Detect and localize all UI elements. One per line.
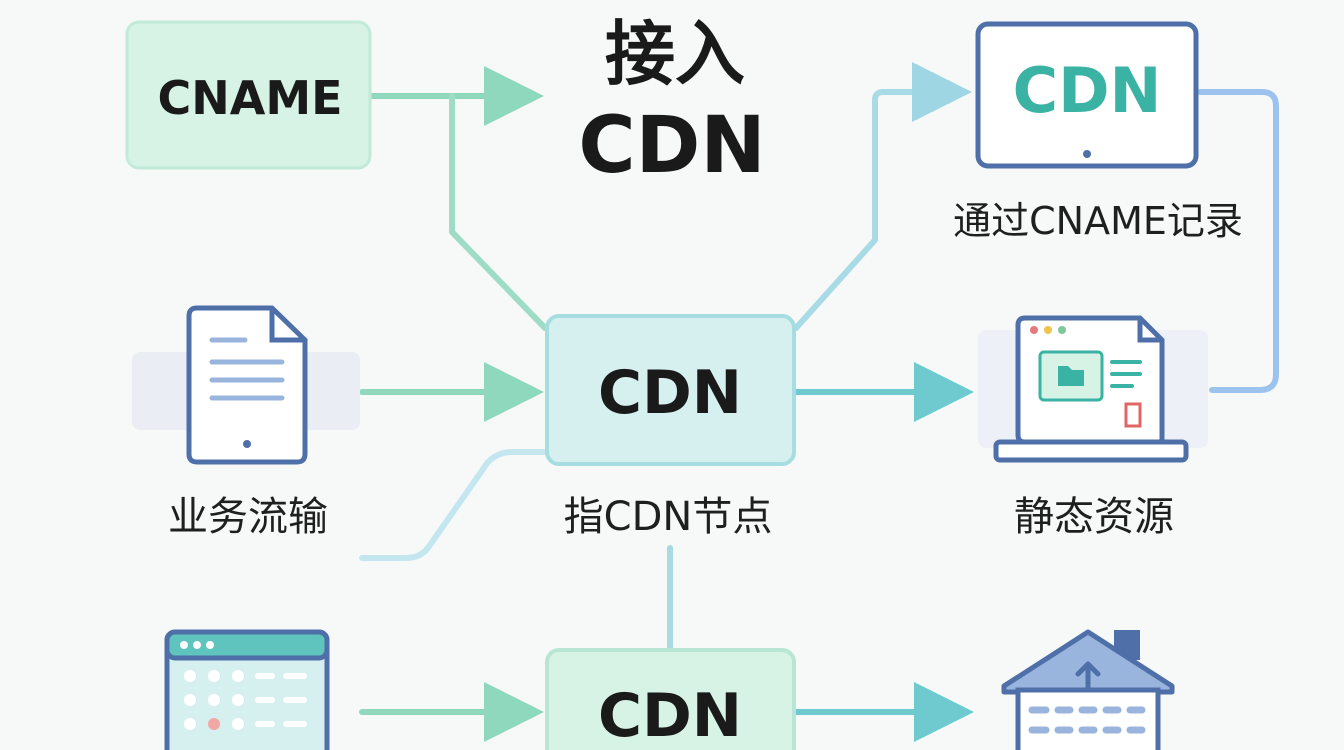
line-monitor-to-laptop xyxy=(1197,89,1279,393)
monitor-cdn-label: CDN xyxy=(1013,54,1162,127)
connectors xyxy=(359,62,1279,742)
cname-box-label: CNAME xyxy=(157,71,342,125)
cdn-bottom-box: CDN xyxy=(545,648,796,750)
house-icon xyxy=(1001,629,1175,750)
cdn-center-label: CDN xyxy=(598,358,742,428)
caption-document: 业务流输 xyxy=(168,494,328,540)
title-line1: 接入 xyxy=(605,13,745,95)
caption-center: 指CDN节点 xyxy=(564,494,773,540)
cdn-bottom-label: CDN xyxy=(598,681,742,750)
cname-box: CNAME xyxy=(125,20,372,170)
line-cname-to-cdn-center xyxy=(449,93,548,331)
cdn-center-box: CDN xyxy=(545,314,796,466)
document-icon xyxy=(132,305,360,465)
title-line2: CDN xyxy=(578,101,765,191)
caption-monitor: 通过CNAME记录 xyxy=(953,199,1243,243)
laptop-icon xyxy=(978,315,1208,463)
dashboard-icon xyxy=(164,629,330,750)
line-cdn-center-to-lower-left xyxy=(359,449,548,561)
arrow-cdn-center-to-monitor xyxy=(793,62,972,331)
monitor-icon: CDN xyxy=(975,21,1199,169)
caption-laptop: 静态资源 xyxy=(1014,494,1174,540)
